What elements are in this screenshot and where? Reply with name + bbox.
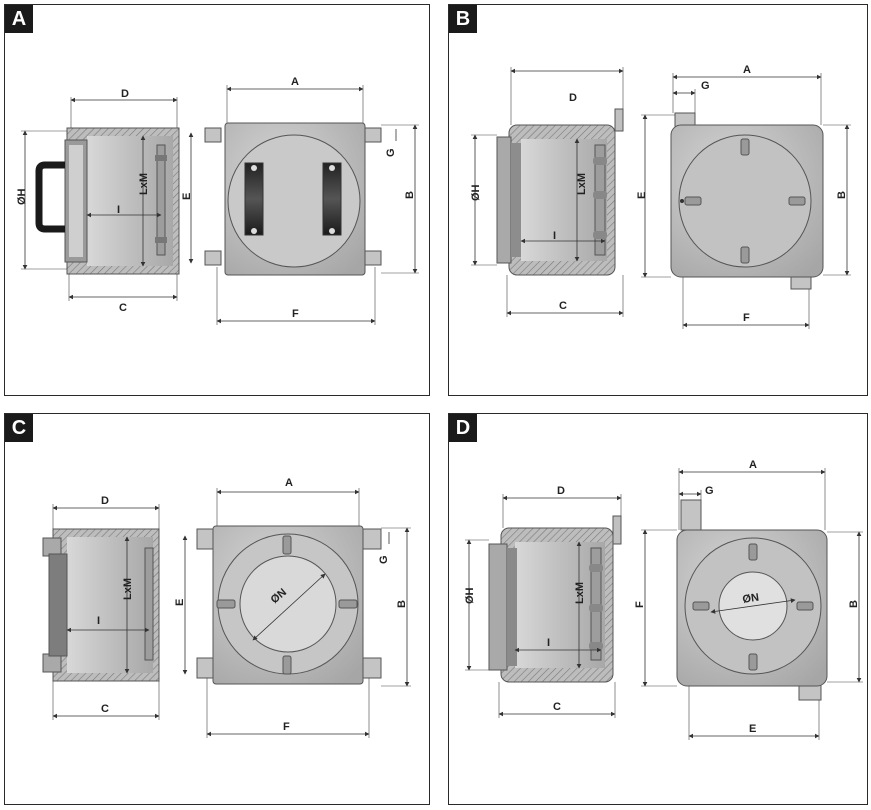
dim-label-d: D: [569, 92, 577, 104]
dim-label-a: A: [285, 477, 293, 489]
dim-label-b: B: [848, 600, 860, 608]
dim-label-h: ØH: [16, 188, 28, 205]
dim-label-i: I: [553, 230, 556, 242]
dim-label-b: B: [404, 191, 416, 199]
dim-label-e: E: [174, 599, 186, 606]
dim-label-n: ØN: [742, 592, 760, 606]
dim-label-c: C: [559, 300, 567, 312]
handle-icon: [244, 162, 264, 236]
handle-icon: [35, 161, 65, 233]
dim-label-a: A: [291, 76, 299, 88]
dim-label-f: F: [292, 308, 299, 320]
dim-label-e: E: [636, 192, 648, 199]
dim-label-a: A: [743, 64, 751, 76]
dim-label-lxm: LxM: [138, 173, 150, 195]
dim-label-d: D: [557, 485, 565, 497]
panel-b: B: [448, 4, 868, 396]
dim-label-i: I: [547, 637, 550, 649]
panel-a-drawing: D C ØH I LxM E A B G F: [16, 76, 419, 325]
dim-label-h: ØH: [470, 184, 482, 201]
panel-d: D: [448, 413, 868, 805]
handle-icon: [322, 162, 342, 236]
side-view: [488, 515, 622, 683]
dim-label-d: D: [121, 88, 129, 100]
front-view: [670, 112, 824, 290]
dim-label-lxm: LxM: [574, 582, 586, 604]
dim-label-g: G: [705, 485, 714, 497]
dim-label-b: B: [836, 191, 848, 199]
side-view: [496, 108, 624, 276]
panel-d-drawing: D C ØH I LxM F A G B E ØN: [464, 459, 863, 740]
dim-label-i: I: [97, 615, 100, 627]
panel-c-drawing: D C I LxM E A B G F ØN: [42, 477, 411, 738]
dim-label-h: ØH: [464, 587, 476, 604]
panel-badge: C: [5, 414, 33, 442]
dim-label-d: D: [101, 495, 109, 507]
dim-label-e: E: [181, 193, 193, 200]
panel-badge: B: [449, 5, 477, 33]
panel-c: C: [4, 413, 430, 805]
front-view: [676, 499, 828, 701]
dim-label-lxm: LxM: [576, 173, 588, 195]
panel-a: A: [4, 4, 430, 396]
dim-label-i: I: [117, 204, 120, 216]
dim-label-lxm: LxM: [122, 578, 134, 600]
dim-label-f: F: [634, 601, 646, 608]
dim-label-e: E: [749, 723, 756, 735]
front-view: [204, 122, 382, 276]
panel-badge: A: [5, 5, 33, 33]
front-view: [196, 525, 382, 685]
dim-label-f: F: [743, 312, 750, 324]
dim-label-a: A: [749, 459, 757, 471]
dim-label-c: C: [119, 302, 127, 314]
side-view: [35, 127, 180, 275]
dim-label-c: C: [553, 701, 561, 713]
panel-b-drawing: D C ØH I LxM E A G B F: [470, 64, 851, 329]
dim-label-b: B: [396, 600, 408, 608]
dim-label-c: C: [101, 703, 109, 715]
dim-label-g: G: [378, 555, 390, 564]
side-view: [42, 528, 160, 682]
panel-badge: D: [449, 414, 477, 442]
dim-label-g: G: [385, 148, 397, 157]
dim-label-g: G: [701, 80, 710, 92]
dim-label-f: F: [283, 721, 290, 733]
